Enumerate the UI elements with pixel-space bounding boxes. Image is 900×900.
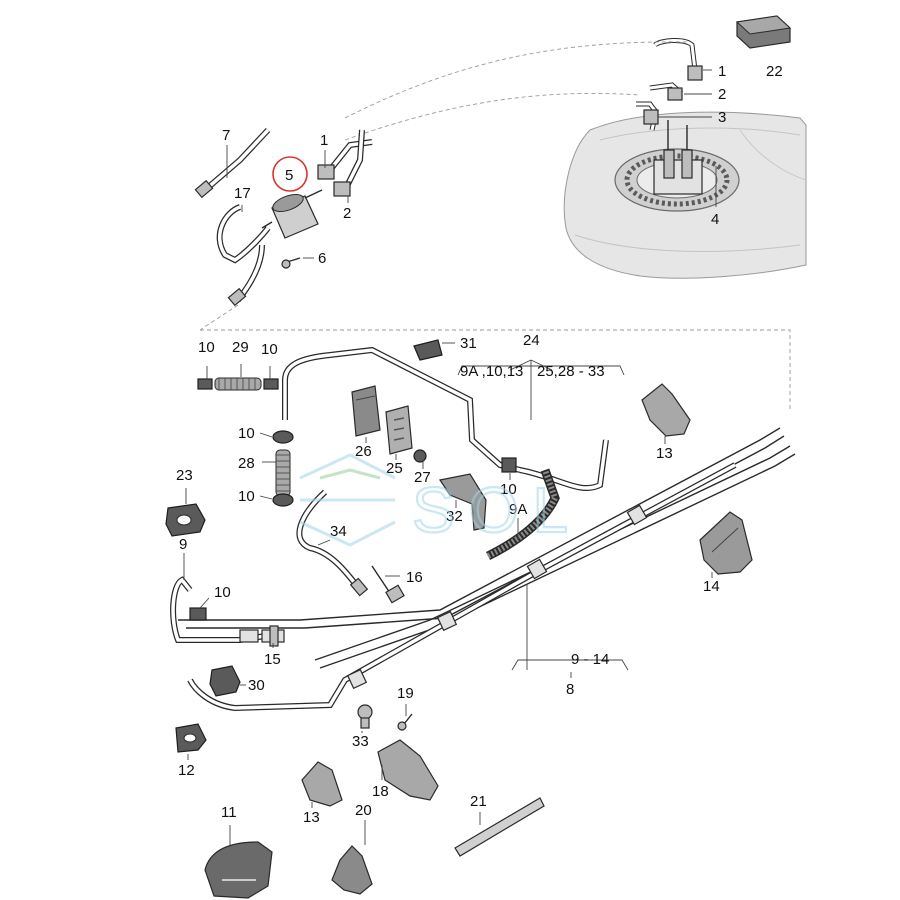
bracket-13-bottom: [301, 761, 343, 807]
callout-22: 22: [766, 63, 783, 80]
highlight-circle: [272, 156, 308, 192]
callout-9-14: 9 - 14: [571, 651, 609, 668]
callout-3-top: 3: [718, 109, 726, 126]
part-27-screw: [413, 449, 427, 463]
callout-2-top: 2: [718, 86, 726, 103]
callout-32: 32: [446, 508, 463, 525]
bracket-14: [699, 511, 753, 575]
callout-10-e: 10: [500, 481, 517, 498]
hose-17: [216, 204, 271, 307]
callout-26: 26: [355, 443, 372, 460]
callout-4: 4: [711, 211, 719, 228]
fuel-filter-5: [261, 189, 323, 239]
hose-28: [272, 430, 294, 507]
callout-15: 15: [264, 651, 281, 668]
callout-25: 25: [386, 460, 403, 477]
callout-12: 12: [178, 762, 195, 779]
callout-31: 31: [460, 335, 477, 352]
callout-20: 20: [355, 802, 372, 819]
bracket-13-right: [641, 383, 691, 437]
callout-28: 28: [238, 455, 255, 472]
callout-6: 6: [318, 250, 326, 267]
callout-24: 24: [523, 332, 540, 349]
watermark-text: SOL: [412, 474, 582, 546]
pipe-bundle: [178, 427, 796, 712]
dashed-route-filter: [199, 304, 239, 331]
callout-5: 5: [285, 167, 293, 184]
callout-21: 21: [470, 793, 487, 810]
part-15: [261, 625, 285, 647]
callout-1-top: 1: [718, 63, 726, 80]
callout-13-right: 13: [656, 445, 673, 462]
callout-1-filter: 1: [320, 132, 328, 149]
dashed-route-upper: [344, 41, 691, 119]
part-23-clip: [165, 503, 206, 537]
callout-27: 27: [414, 469, 431, 486]
callout-24-range-a: 9A ,10,13: [460, 363, 523, 380]
callout-10-a: 10: [198, 339, 215, 356]
callout-23: 23: [176, 467, 193, 484]
hose-29: [197, 377, 279, 391]
part-25-clip: [385, 405, 413, 455]
callout-14: 14: [703, 578, 720, 595]
watermark: SOL: [299, 453, 582, 547]
pipe-9: [170, 576, 266, 643]
part-22-control-unit: [735, 15, 792, 49]
leader-lines: [183, 69, 717, 845]
fuel-pump-unit: [653, 120, 703, 195]
callout-34: 34: [330, 523, 347, 540]
callout-13-bottom: 13: [303, 809, 320, 826]
part-12-clip: [175, 723, 207, 753]
top-hose-connectors: [636, 38, 703, 131]
callout-10-d: 10: [238, 488, 255, 505]
callout-24-range-b: 25,28 - 33: [537, 363, 605, 380]
part-26-clip: [351, 385, 381, 437]
part-11-cover: [204, 841, 273, 899]
callout-10-f: 10: [214, 584, 231, 601]
callout-9a: 9A: [509, 501, 527, 518]
part-30-clip: [209, 665, 241, 697]
part-21-strip: [454, 797, 545, 857]
callout-18: 18: [372, 783, 389, 800]
hose-9a: [485, 468, 560, 561]
callout-17: 17: [234, 185, 251, 202]
filter-connectors-1-2: [317, 129, 373, 197]
callout-2-filter: 2: [343, 205, 351, 222]
pipe-34: [296, 489, 369, 597]
part-16: [371, 565, 405, 604]
callout-29: 29: [232, 339, 249, 356]
callout-8: 8: [566, 681, 574, 698]
part-19-screw: [397, 713, 413, 731]
part-33: [357, 704, 373, 729]
screw-6: [281, 257, 301, 269]
hose-7: [194, 127, 271, 199]
callout-9: 9: [179, 536, 187, 553]
fuel-tank: [563, 111, 807, 279]
callout-7: 7: [222, 127, 230, 144]
group-outline-top: [200, 329, 791, 410]
callout-33: 33: [352, 733, 369, 750]
callout-10-b: 10: [261, 341, 278, 358]
part-31-clip: [413, 339, 443, 361]
pipe-24: [282, 346, 609, 492]
callout-16: 16: [406, 569, 423, 586]
callout-labels: 1 2 3 4 22 7 5 1 2 17 6 31 24 9A ,10,13 …: [176, 63, 783, 826]
callout-19: 19: [397, 685, 414, 702]
bracket-20: [331, 845, 373, 895]
callout-10-c: 10: [238, 425, 255, 442]
bracket-32: [439, 473, 487, 531]
callout-30: 30: [248, 677, 265, 694]
callout-11: 11: [221, 804, 237, 821]
part-18-shield: [377, 739, 439, 801]
dashed-route-lower: [344, 93, 641, 141]
